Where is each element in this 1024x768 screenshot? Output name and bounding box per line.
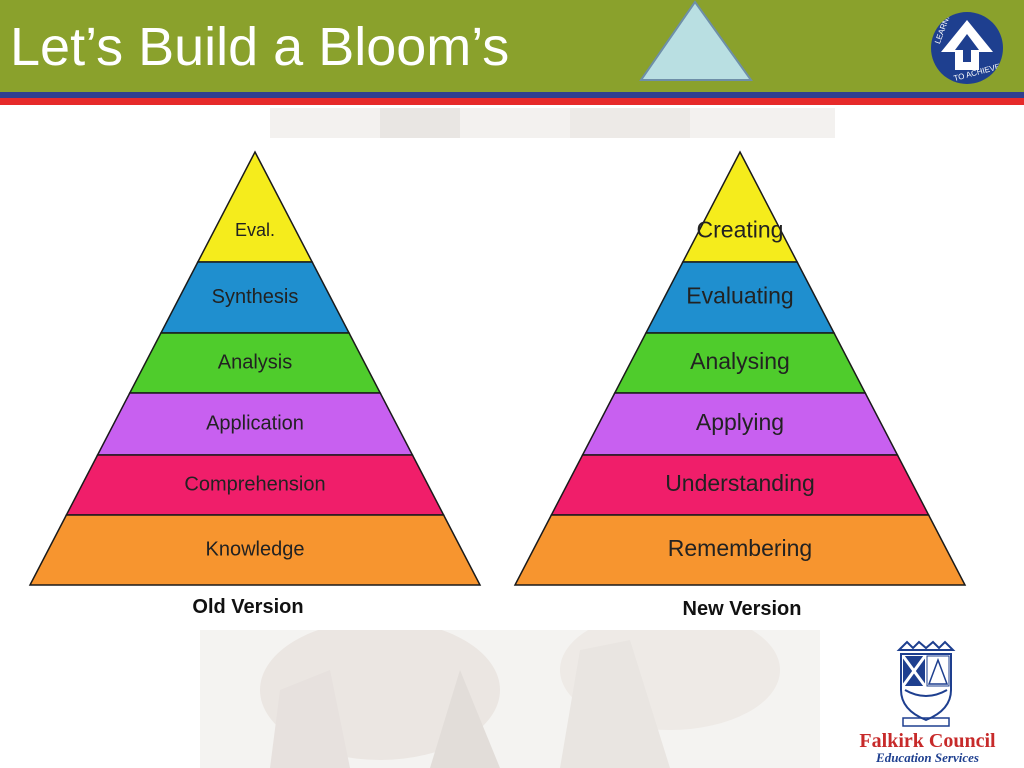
learning-to-achieve-logo: LEARNING TO ACHIEVE [931, 12, 1003, 84]
old-level-label: Synthesis [212, 286, 299, 308]
header-bar [0, 0, 1024, 92]
slide-title: Let’s Build a Bloom’s [10, 17, 510, 77]
old-version-pyramid: Eval. SynthesisAnalysisApplicationCompreh… [22, 138, 492, 628]
header-stripe-red [0, 98, 1024, 105]
old-level-6 [28, 514, 482, 586]
new-level-label: Analysing [690, 348, 790, 374]
council-subtitle: Education Services [876, 750, 979, 765]
new-level-label: Creating [697, 216, 784, 242]
logo-arrow-icon [941, 20, 993, 70]
council-name: Falkirk Council [859, 730, 996, 752]
old-level-label: Analysis [218, 351, 292, 373]
new-level-label: Applying [696, 409, 784, 435]
new-level-label: Evaluating [686, 283, 793, 309]
old-level-label: Application [206, 412, 304, 434]
header-stripe-blue [0, 92, 1024, 98]
header-stripe-white [0, 105, 1024, 108]
new-level-6 [513, 514, 967, 586]
background-photo-top [270, 108, 835, 138]
background-photo [200, 630, 820, 768]
old-level-label: Eval. [235, 220, 275, 240]
falkirk-council-crest [896, 640, 956, 727]
new-version-pyramid: CreatingEvaluatingAnalysingApplyingUnder… [508, 138, 978, 628]
old-version-caption: Old Version [192, 596, 304, 618]
new-level-label: Understanding [665, 470, 815, 496]
new-version-caption: New Version [682, 598, 802, 620]
title-triangle-icon [639, 0, 753, 81]
new-level-label: Remembering [668, 535, 812, 561]
old-level-label: Comprehension [184, 473, 325, 495]
old-level-label: Knowledge [206, 538, 305, 560]
